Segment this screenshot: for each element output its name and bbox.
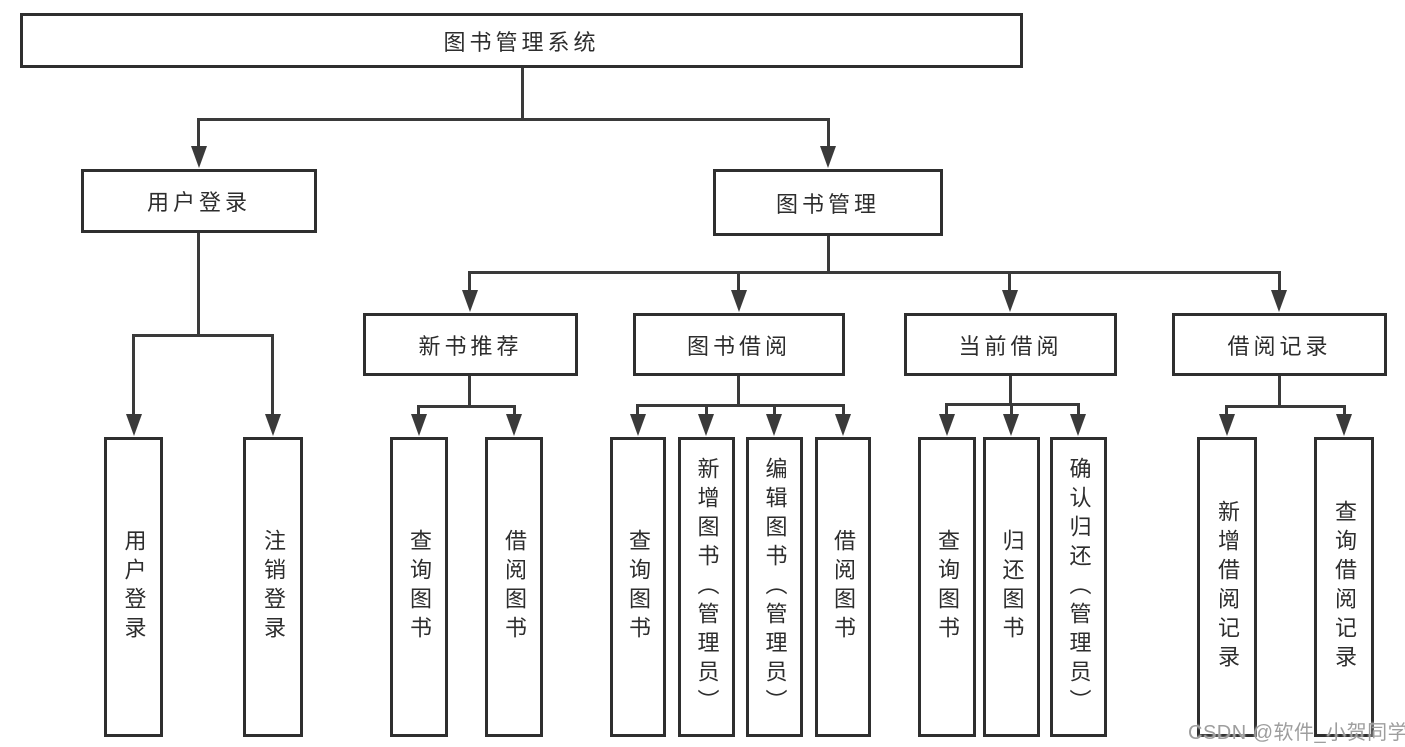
node-library-management-system: 图书管理系统 (20, 13, 1023, 68)
node-label: 当前借阅 (958, 333, 1063, 359)
arrow-down-icon (462, 290, 478, 312)
connector-drop (842, 404, 845, 416)
arrow-down-icon (820, 146, 836, 168)
arrow-down-icon (1003, 414, 1019, 436)
arrow-down-icon (939, 414, 955, 436)
arrow-down-icon (191, 146, 207, 168)
node-label: 确认归还（管理员） (1066, 456, 1092, 718)
leaf-confirm-return-admin: 确认归还（管理员） (1050, 437, 1107, 737)
connector-drop (417, 405, 420, 416)
connector-drop (1343, 405, 1346, 416)
node-label: 图书管理 (775, 191, 880, 217)
leaf-query-books-2: 查询图书 (610, 437, 666, 737)
arrow-down-icon (1336, 414, 1352, 436)
connector-stem-current-borrowing (1009, 376, 1012, 406)
connector-stem-book-borrowing (737, 376, 740, 407)
arrow-down-icon (411, 414, 427, 436)
node-label: 用户登录 (121, 529, 147, 645)
csdn-watermark: CSDN @软件_小贺同学 (1188, 722, 1405, 744)
connector-drop (945, 403, 948, 416)
node-label: 编辑图书（管理员） (762, 456, 788, 718)
arrow-down-icon (731, 290, 747, 312)
connector-stem-borrowing-records (1278, 376, 1281, 408)
node-label: 借阅记录 (1227, 333, 1332, 359)
connector-bar-new-book (417, 405, 516, 408)
leaf-add-books-admin: 新增图书（管理员） (678, 437, 735, 737)
connector-drop (827, 118, 830, 148)
connector-drop (705, 404, 708, 416)
node-label: 借阅图书 (831, 529, 856, 645)
connector-drop (513, 405, 516, 416)
connector-drop (1008, 271, 1011, 292)
leaf-user-login: 用户登录 (104, 437, 163, 737)
connector-bar-book-borrowing (636, 404, 845, 407)
connector-drop (737, 271, 740, 292)
arrow-down-icon (506, 414, 522, 436)
node-label: 归还图书 (999, 529, 1025, 645)
connector-drop (1225, 405, 1228, 416)
connector-stem-new-book (468, 376, 471, 408)
node-book-borrowing: 图书借阅 (633, 313, 845, 376)
leaf-return-books: 归还图书 (983, 437, 1040, 737)
connector-drop (468, 271, 471, 292)
node-label: 查询图书 (626, 529, 651, 645)
node-borrowing-records: 借阅记录 (1172, 313, 1387, 376)
arrow-down-icon (126, 414, 142, 436)
connector-drop (1278, 271, 1281, 292)
arrow-down-icon (630, 414, 646, 436)
node-new-book-recommendation: 新书推荐 (363, 313, 578, 376)
arrow-down-icon (265, 414, 281, 436)
arrow-down-icon (1002, 290, 1018, 312)
leaf-query-borrow-record: 查询借阅记录 (1314, 437, 1374, 737)
connector-stem-user-login (197, 233, 200, 336)
connector-drop (271, 334, 274, 416)
arrow-down-icon (766, 414, 782, 436)
connector-stem-root (521, 68, 524, 120)
arrow-down-icon (698, 414, 714, 436)
node-label: 借阅图书 (502, 529, 527, 645)
leaf-query-books-3: 查询图书 (918, 437, 976, 737)
arrow-down-icon (835, 414, 851, 436)
connector-bar-book-management (468, 271, 1281, 274)
arrow-down-icon (1271, 290, 1287, 312)
node-label: 查询图书 (407, 529, 432, 645)
connector-bar-borrowing-records (1225, 405, 1346, 408)
node-label: 注销登录 (261, 529, 286, 645)
node-label: 图书管理系统 (443, 29, 600, 55)
node-user-login: 用户登录 (81, 169, 317, 233)
node-book-management: 图书管理 (713, 169, 943, 236)
connector-drop (1010, 403, 1013, 416)
node-label: 查询图书 (935, 529, 960, 645)
connector-bar-root (198, 118, 830, 121)
leaf-add-borrow-record: 新增借阅记录 (1197, 437, 1257, 737)
leaf-borrow-books: 借阅图书 (485, 437, 543, 737)
arrow-down-icon (1070, 414, 1086, 436)
leaf-edit-books-admin: 编辑图书（管理员） (746, 437, 803, 737)
node-label: 查询借阅记录 (1332, 500, 1357, 674)
leaf-borrow-books-2: 借阅图书 (815, 437, 871, 737)
arrow-down-icon (1219, 414, 1235, 436)
node-label: 图书借阅 (686, 333, 791, 359)
connector-stem-book-management (827, 236, 830, 273)
leaf-query-books: 查询图书 (390, 437, 448, 737)
connector-drop (197, 118, 200, 148)
connector-drop (773, 404, 776, 416)
node-label: 新增借阅记录 (1215, 500, 1240, 674)
connector-drop (636, 404, 639, 416)
node-current-borrowing: 当前借阅 (904, 313, 1117, 376)
connector-drop (132, 334, 135, 416)
node-label: 新增图书（管理员） (694, 456, 720, 718)
connector-drop (1077, 403, 1080, 416)
node-label: 新书推荐 (418, 333, 523, 359)
leaf-logout: 注销登录 (243, 437, 303, 737)
node-label: 用户登录 (146, 190, 251, 215)
connector-bar-user-login (132, 334, 274, 337)
